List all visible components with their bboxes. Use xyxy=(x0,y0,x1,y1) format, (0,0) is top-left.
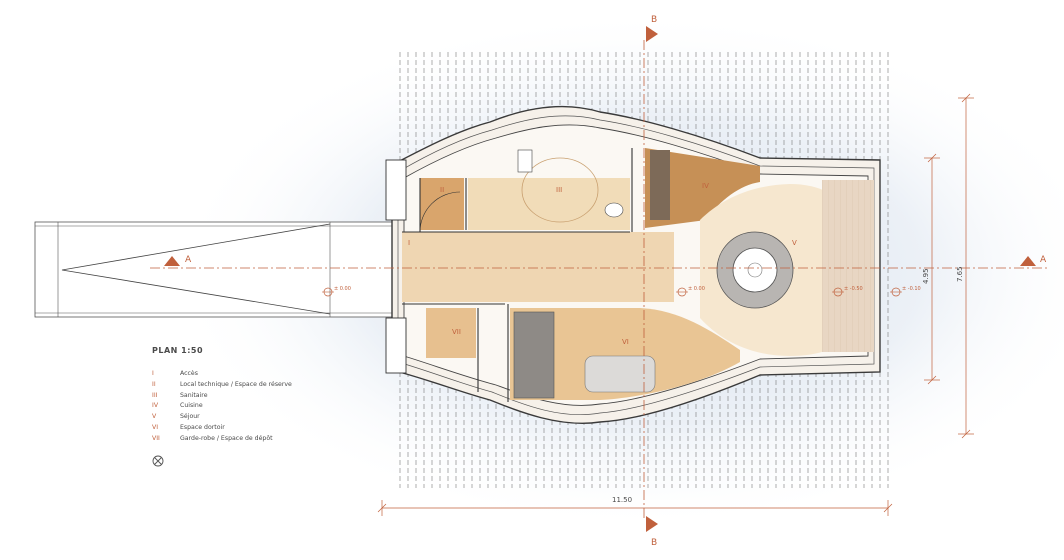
section-marker-b-top xyxy=(646,26,658,42)
room-label-VII: VII xyxy=(452,328,461,336)
legend-item-label: Espace dortoir xyxy=(180,423,225,431)
room-VI-floor xyxy=(510,308,740,400)
room-label-IV: IV xyxy=(702,182,709,190)
room-VII-floor xyxy=(426,308,476,358)
section-label-b-bottom: B xyxy=(651,538,657,548)
legend-item-label: Cuisine xyxy=(180,402,203,410)
legend-item-label: Garde-robe / Espace de dépôt xyxy=(180,434,273,442)
legend-item-number: I xyxy=(152,370,154,377)
entry-wall xyxy=(385,159,407,221)
legend-item-number: VII xyxy=(152,434,160,442)
legend-item-number: II xyxy=(152,380,156,388)
terrace-deck xyxy=(822,180,874,352)
legend-item: I Accès xyxy=(152,369,292,380)
room-I-floor xyxy=(402,232,674,302)
sofa xyxy=(584,355,656,393)
legend-item: VI Espace dortoir xyxy=(152,423,292,434)
section-marker-a-left xyxy=(164,256,180,266)
level-marker: ± -0.50 xyxy=(832,286,863,297)
room-IV-floor xyxy=(645,148,760,228)
entry-wall xyxy=(385,317,407,374)
legend-item-number: III xyxy=(152,391,158,399)
section-marker-a-right xyxy=(1020,256,1036,266)
section-label-b-top: B xyxy=(651,15,657,25)
level-marker: ± -0.10 xyxy=(890,286,921,297)
legend-item: III Sanitaire xyxy=(152,391,292,402)
legend-item-label: Local technique / Espace de réserve xyxy=(180,380,292,388)
room-label-V: V xyxy=(792,239,797,247)
section-marker-b-bottom xyxy=(646,516,658,532)
legend-item-label: Séjour xyxy=(180,413,200,421)
wc-fixture xyxy=(517,149,533,173)
legend-title: PLAN 1:50 xyxy=(152,346,204,355)
section-label-a-left: A xyxy=(185,255,192,265)
legend-item-label: Sanitaire xyxy=(180,391,208,399)
toilet xyxy=(604,202,624,218)
dimension-width-outer-label: 7.65 xyxy=(956,266,964,282)
dimension-width-inner xyxy=(924,153,940,385)
section-label-a-right: A xyxy=(1040,255,1047,265)
dimension-length xyxy=(377,500,893,516)
room-label-II: II xyxy=(440,186,444,194)
svg-text:± 0.00: ± 0.00 xyxy=(688,286,705,292)
entrance-walkway xyxy=(34,221,396,318)
legend-item-number: IV xyxy=(152,402,159,410)
room-II-floor xyxy=(420,178,464,230)
dimension-width-inner-label: 4.95 xyxy=(922,268,930,284)
svg-text:± 0.00: ± 0.00 xyxy=(334,286,351,292)
interior-walls xyxy=(402,148,633,402)
legend-item-number: VI xyxy=(152,423,159,431)
bed xyxy=(513,311,555,399)
room-III-floor xyxy=(468,178,630,230)
legend-item: V Séjour xyxy=(152,412,292,423)
room-label-III: III xyxy=(556,186,562,194)
svg-text:± -0.10: ± -0.10 xyxy=(902,286,921,292)
central-stove-core xyxy=(747,262,763,278)
central-stove-inner xyxy=(732,247,778,293)
north-symbol-icon xyxy=(152,455,164,467)
legend-item: IV Cuisine xyxy=(152,401,292,412)
legend-item-number: V xyxy=(152,413,157,421)
svg-text:± -0.50: ± -0.50 xyxy=(844,286,863,292)
room-label-VI: VI xyxy=(622,338,629,346)
legend-item-label: Accès xyxy=(180,370,198,377)
dimension-width-outer xyxy=(958,93,974,439)
level-marker: ± 0.00 xyxy=(322,286,351,297)
dimension-length-label: 11.50 xyxy=(612,496,632,504)
room-III-circle xyxy=(521,157,599,223)
level-marker: ± 0.00 xyxy=(676,286,705,297)
room-label-I: I xyxy=(408,239,410,247)
legend-item: VII Garde-robe / Espace de dépôt xyxy=(152,434,292,445)
kitchen-counter xyxy=(650,150,670,220)
legend-item: II Local technique / Espace de réserve xyxy=(152,380,292,391)
